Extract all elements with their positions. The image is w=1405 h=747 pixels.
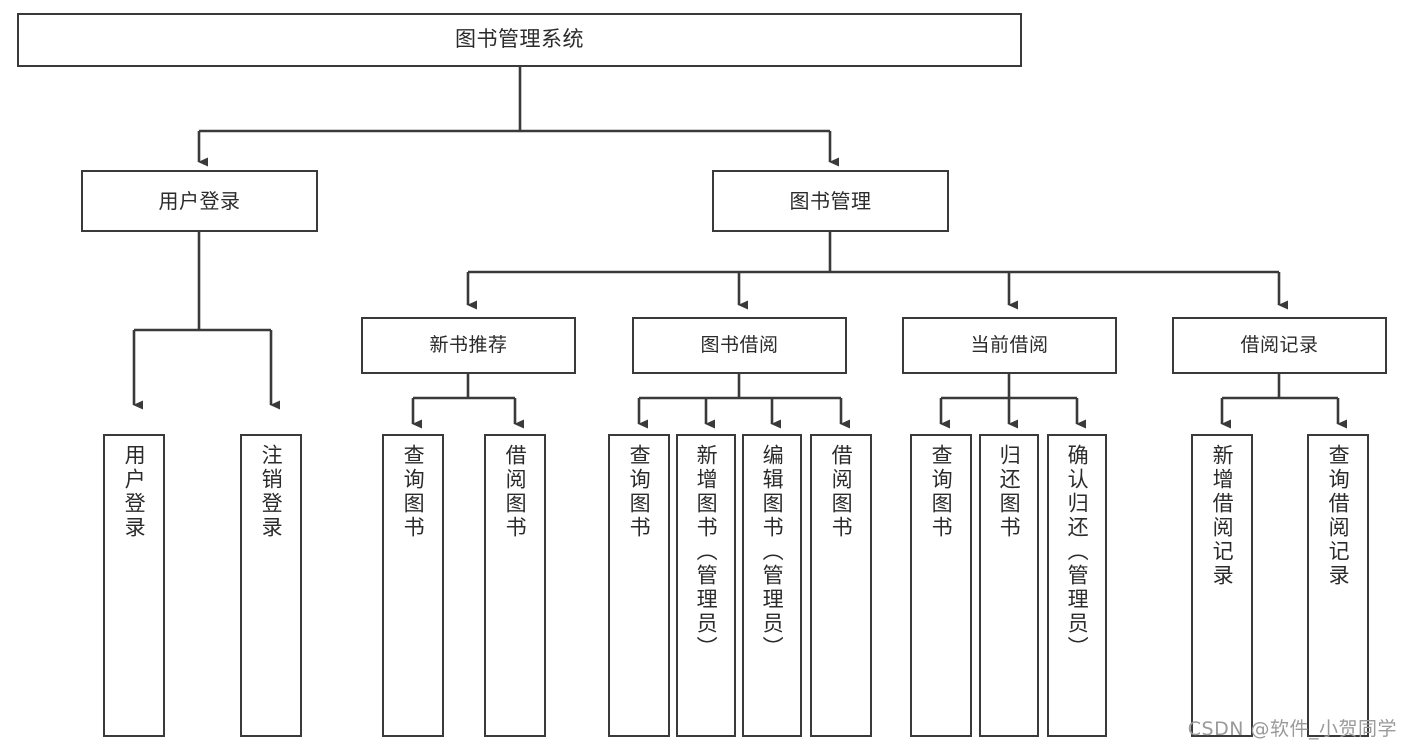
node-label: 图书管理 xyxy=(789,188,872,213)
leaf-new-book-query[interactable]: 查询图书 xyxy=(382,434,444,737)
leaf-user-login-signin[interactable]: 用户登录 xyxy=(103,434,165,737)
leaf-new-book-borrow[interactable]: 借阅图书 xyxy=(484,434,546,737)
node-label: 注销登录 xyxy=(259,444,284,540)
node-label: 用户登录 xyxy=(122,444,147,540)
leaf-borrow-record-add[interactable]: 新增借阅记录 xyxy=(1191,434,1253,737)
node-label: 图书借阅 xyxy=(700,333,779,356)
node-current-borrow[interactable]: 当前借阅 xyxy=(902,317,1117,374)
leaf-current-borrow-confirm-admin[interactable]: 确认归还（管理员） xyxy=(1047,434,1107,737)
node-label: 查询图书 xyxy=(401,444,426,540)
leaf-book-borrow-edit-admin[interactable]: 编辑图书（管理员） xyxy=(742,434,802,737)
leaf-current-borrow-return[interactable]: 归还图书 xyxy=(979,434,1039,737)
node-borrow-record[interactable]: 借阅记录 xyxy=(1172,317,1387,374)
node-label: 查询借阅记录 xyxy=(1326,444,1351,588)
node-label: 归还图书 xyxy=(997,444,1022,540)
node-label: 新书推荐 xyxy=(429,333,508,356)
node-new-book-recommend[interactable]: 新书推荐 xyxy=(361,317,576,374)
leaf-book-borrow-borrow[interactable]: 借阅图书 xyxy=(810,434,872,737)
node-label: 借阅图书 xyxy=(503,444,528,540)
node-label: 借阅图书 xyxy=(829,444,854,540)
node-label: 新增借阅记录 xyxy=(1210,444,1235,588)
leaf-borrow-record-query[interactable]: 查询借阅记录 xyxy=(1307,434,1369,737)
leaf-book-borrow-add-admin[interactable]: 新增图书（管理员） xyxy=(676,434,736,737)
node-label: 查询图书 xyxy=(929,444,954,540)
node-label: 用户登录 xyxy=(158,188,241,213)
node-label: 当前借阅 xyxy=(970,333,1049,356)
node-label: 图书管理系统 xyxy=(455,27,584,52)
node-label: 查询图书 xyxy=(627,444,652,540)
node-book-management[interactable]: 图书管理 xyxy=(712,170,949,232)
node-label: 编辑图书（管理员） xyxy=(760,444,785,660)
leaf-user-login-signout[interactable]: 注销登录 xyxy=(240,434,302,737)
node-label: 确认归还（管理员） xyxy=(1065,444,1090,660)
leaf-current-borrow-query[interactable]: 查询图书 xyxy=(910,434,972,737)
node-book-borrow[interactable]: 图书借阅 xyxy=(632,317,847,374)
node-label: 借阅记录 xyxy=(1240,333,1319,356)
node-label: 新增图书（管理员） xyxy=(694,444,719,660)
node-book-management-system[interactable]: 图书管理系统 xyxy=(17,13,1022,67)
node-user-login[interactable]: 用户登录 xyxy=(81,170,318,232)
leaf-book-borrow-query[interactable]: 查询图书 xyxy=(608,434,670,737)
